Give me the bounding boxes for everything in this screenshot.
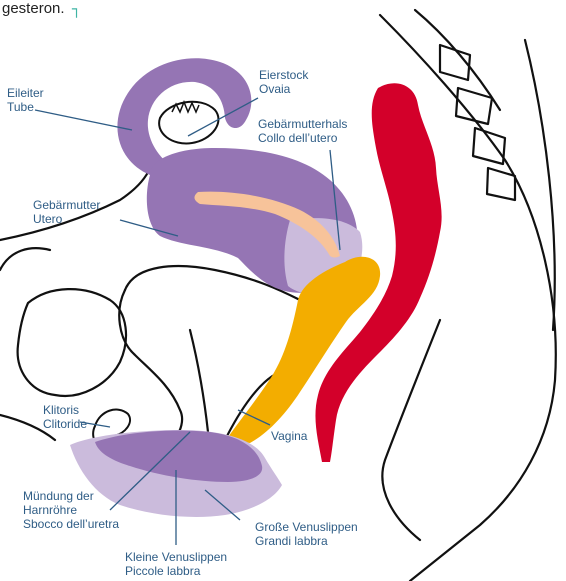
- label-klitoris: Klitoris: [43, 403, 79, 417]
- label-eileiter: Eileiter: [7, 86, 44, 100]
- label-vagina: Vagina: [271, 429, 308, 443]
- label-gebaermutterhals: Gebärmutterhals: [258, 117, 347, 131]
- label-gebaermutter: Gebärmutter: [33, 198, 100, 212]
- caption-marker: ┐: [71, 0, 81, 18]
- label-grosse-venuslippen: Große Venuslippen: [255, 520, 358, 534]
- label-harnroehre: Harnröhre: [23, 503, 77, 517]
- label-clitoride: Clitoride: [43, 417, 87, 431]
- label-utero: Utero: [33, 212, 63, 226]
- label-grandi-labbra: Grandi labbra: [255, 534, 328, 548]
- label-collo-utero: Collo dell’utero: [258, 131, 338, 145]
- ovary: [159, 102, 218, 144]
- label-ovaia: Ovaia: [259, 82, 291, 96]
- label-piccole-labbra: Piccole labbra: [125, 564, 201, 578]
- caption-text: gesteron.: [2, 0, 65, 17]
- label-muendung-der: Mündung der: [23, 489, 94, 503]
- label-sbocco-uretra: Sbocco dell’uretra: [23, 517, 119, 531]
- label-eierstock: Eierstock: [259, 68, 309, 82]
- label-tube: Tube: [7, 100, 34, 114]
- label-kleine-venuslippen: Kleine Venuslippen: [125, 550, 227, 564]
